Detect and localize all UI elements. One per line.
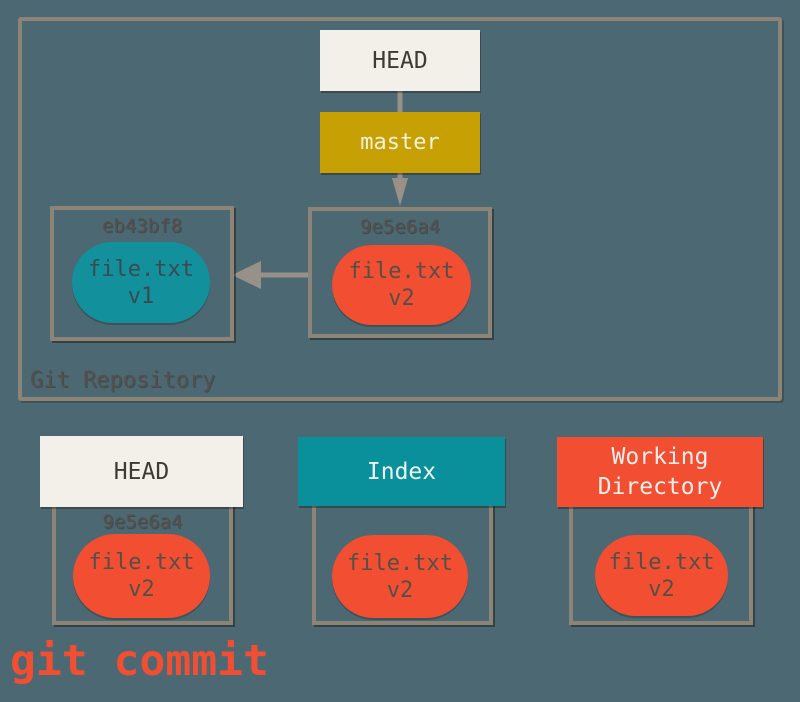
file-version: v2 xyxy=(388,286,415,311)
master-to-commit-arrowhead xyxy=(392,178,408,206)
file-blob-v2-commit: file.txt v2 xyxy=(332,245,471,325)
index-area-header: Index xyxy=(298,437,505,506)
git-repository-frame: Git Repository xyxy=(18,17,782,401)
head-ref-box: HEAD xyxy=(320,30,480,91)
commit-box-parent: eb43bf8 xyxy=(50,206,234,341)
file-name: file.txt xyxy=(348,259,455,284)
file-version: v2 xyxy=(128,577,155,602)
file-version: v1 xyxy=(127,283,155,309)
commit-parent-arrowhead xyxy=(232,261,261,289)
head-area-hash: 9e5e6a4 xyxy=(102,511,183,533)
caption-git-commit: git commit xyxy=(10,636,269,686)
file-name: file.txt xyxy=(88,550,195,575)
file-name: file.txt xyxy=(608,549,715,575)
file-blob-v2-working: file.txt v2 xyxy=(595,535,728,616)
git-repository-label: Git Repository xyxy=(30,368,216,393)
file-blob-v2-index: file.txt v2 xyxy=(332,535,468,618)
working-directory-header: Working Directory xyxy=(557,437,763,507)
commit-box-current: 9e5e6a4 xyxy=(308,207,492,338)
file-blob-v2-head: file.txt v2 xyxy=(73,534,210,618)
commit-hash-parent: eb43bf8 xyxy=(101,215,183,237)
file-name: file.txt xyxy=(347,550,453,576)
file-blob-v1: file.txt v1 xyxy=(72,242,210,323)
file-name: file.txt xyxy=(88,256,194,282)
master-branch-box: master xyxy=(320,112,480,173)
head-area-header: HEAD xyxy=(40,436,243,507)
file-version: v2 xyxy=(386,577,414,603)
commit-hash-current: 9e5e6a4 xyxy=(359,216,441,238)
file-version: v2 xyxy=(648,576,675,602)
